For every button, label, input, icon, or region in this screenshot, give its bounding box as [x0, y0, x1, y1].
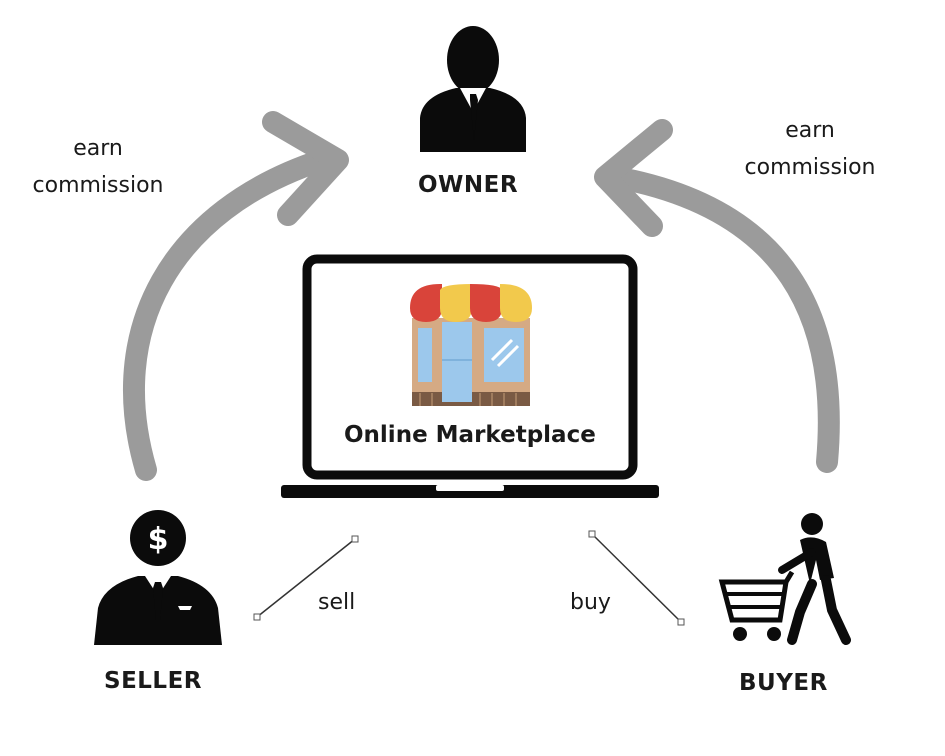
buy-connector-line	[588, 530, 685, 626]
owner-label: OWNER	[418, 172, 519, 198]
left-earn-commission-label: earn commission	[18, 130, 178, 204]
shop-icon	[410, 284, 532, 406]
sell-label: sell	[318, 590, 356, 615]
right-earn-commission-label: earn commission	[730, 112, 890, 186]
left-earn-line1: earn	[73, 136, 123, 161]
marketplace-label: Online Marketplace	[344, 422, 596, 448]
right-earn-line2: commission	[744, 155, 876, 180]
right-commission-arrow	[594, 119, 840, 473]
left-earn-line2: commission	[32, 173, 164, 198]
seller-label: SELLER	[104, 668, 203, 694]
sell-connector-line	[253, 535, 359, 621]
buy-label: buy	[570, 590, 611, 615]
svg-text:$: $	[148, 522, 169, 557]
right-earn-line1: earn	[785, 118, 835, 143]
left-commission-arrow	[123, 111, 349, 481]
seller-dollar-head-icon: $	[94, 510, 222, 645]
buyer-label: BUYER	[739, 670, 828, 696]
owner-businessman-icon	[420, 26, 526, 152]
buyer-cart-icon	[718, 513, 851, 645]
